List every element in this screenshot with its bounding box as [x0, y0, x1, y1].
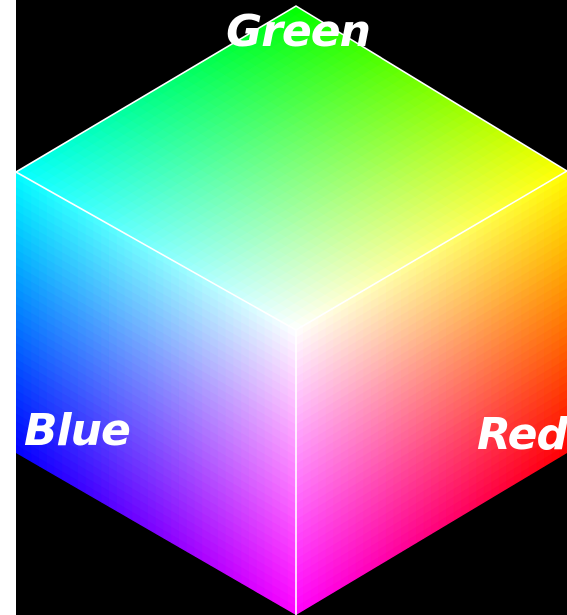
green-axis-label: Green [226, 6, 370, 57]
red-axis-label: Red [477, 409, 567, 460]
blue-axis-label: Blue [24, 405, 130, 456]
